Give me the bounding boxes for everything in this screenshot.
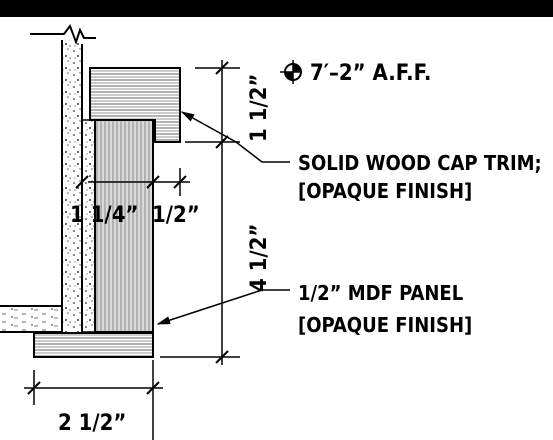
cap-trim-callout-line1: SOLID WOOD CAP TRIM; [298, 151, 542, 175]
horizontal-dimension-top [75, 168, 190, 196]
elevation-label: 7′–2” A.F.F. [310, 61, 431, 86]
leader-cap-trim [180, 111, 290, 163]
floor-slab [0, 305, 62, 333]
dim-panel-thickness: 1/2” [152, 203, 200, 228]
top-border-band [0, 0, 553, 17]
mdf-callout-line1: 1/2” MDF PANEL [298, 281, 463, 305]
horizontal-dimension-base [24, 360, 163, 440]
elevation-target-icon [280, 60, 302, 84]
dim-gap: 1 1/4” [70, 203, 138, 228]
wood-cap-trim [89, 67, 181, 143]
leader-mdf-panel [156, 289, 290, 325]
vertical-dimension [160, 60, 240, 365]
base-block [33, 332, 154, 358]
dim-base-width: 2 1/2” [58, 411, 126, 436]
mdf-callout-line2: [OPAQUE FINISH] [298, 313, 472, 337]
dim-panel-height: 4 1/2” [247, 224, 272, 292]
cap-trim-callout-line2: [OPAQUE FINISH] [298, 179, 472, 203]
dim-cap-height: 1 1/2” [247, 74, 272, 142]
